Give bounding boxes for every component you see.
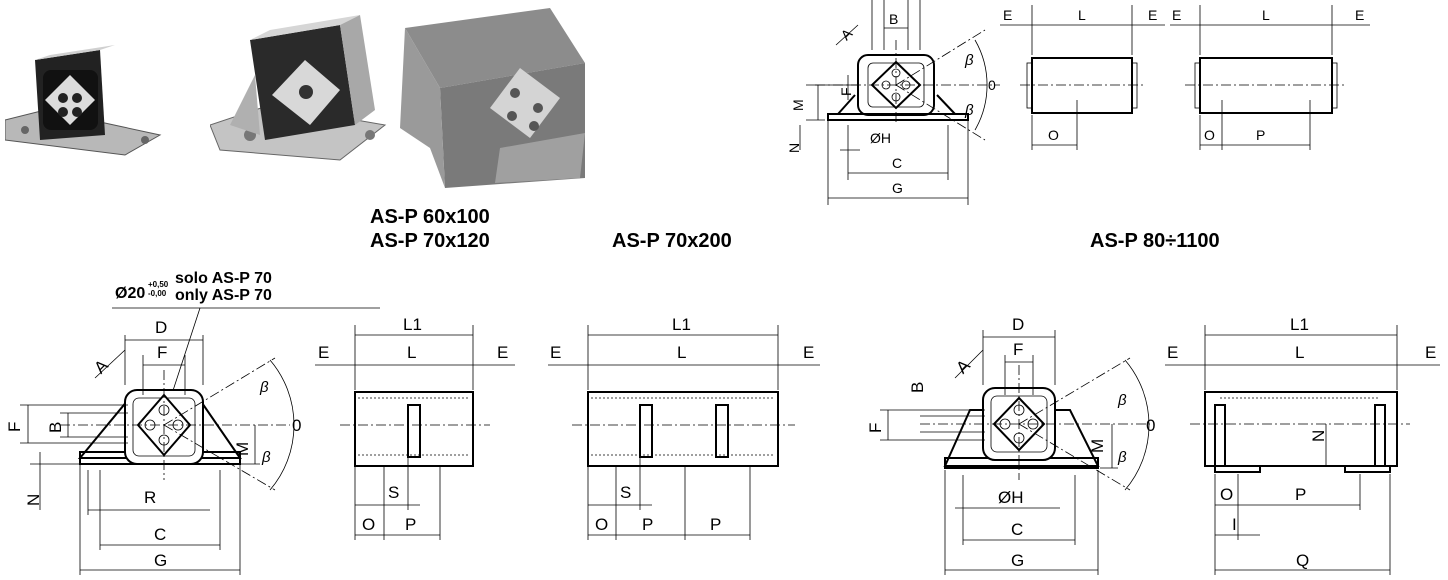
dim-label-E-9: E	[1167, 343, 1178, 362]
dim-label-S-2: S	[620, 483, 631, 502]
bottom-right-front-view: D F A B F M ØH C G β β 0	[866, 315, 1155, 575]
dim-label-N: N	[786, 143, 802, 153]
product-photo-small	[5, 45, 162, 156]
dim-label-G-2: G	[154, 551, 167, 570]
dim-label-H: ØH	[870, 130, 891, 146]
dim-label-P-4: P	[710, 515, 721, 534]
dim-label-B: B	[889, 11, 898, 27]
dim-label-P-5: P	[1295, 485, 1306, 504]
dim-label-L1-1: L1	[403, 315, 422, 334]
dim-label-E-3: E	[1172, 7, 1181, 23]
dim-label-L-3: L	[407, 343, 416, 362]
product-photo-medium	[210, 15, 387, 161]
dim-label-E-1: E	[1003, 7, 1012, 23]
note-tolerance-lower: -0,00	[148, 289, 167, 298]
dim-label-B-2: B	[46, 422, 65, 433]
dim-label-E-10: E	[1425, 343, 1436, 362]
bottom-side-view-2: L1 E L E S O P P	[548, 315, 820, 540]
angle-label-beta-upper: β	[964, 52, 974, 69]
note-tolerance-upper: +0,50	[148, 280, 169, 289]
dim-label-P-3: P	[642, 515, 653, 534]
dim-label-Q: Q	[1296, 551, 1309, 570]
product-photo-large	[400, 8, 585, 188]
dim-label-O-4: O	[595, 515, 608, 534]
dim-label-D-2: D	[1012, 315, 1024, 334]
note-diameter: Ø20	[115, 285, 145, 302]
dim-label-B-3: B	[908, 382, 927, 393]
dim-label-S-1: S	[388, 483, 399, 502]
dim-label-F-top-2: F	[1013, 340, 1023, 359]
dim-label-E-6: E	[497, 343, 508, 362]
top-side-view-2: E L E O P	[1170, 5, 1370, 150]
angle-label-beta-2a: β	[259, 379, 269, 396]
dim-label-A-3: A	[952, 355, 974, 377]
angle-label-beta-3a: β	[1117, 392, 1127, 409]
dim-label-E-5: E	[318, 343, 329, 362]
dim-label-L1-3: L1	[1290, 315, 1309, 334]
dim-label-F-top: F	[157, 343, 167, 362]
bottom-side-view-1: L1 E L E S O P	[315, 315, 515, 540]
top-side-view-1: E L E O	[1000, 5, 1165, 150]
dim-label-N-3: N	[1309, 430, 1328, 442]
dim-label-C-3: C	[1011, 520, 1023, 539]
dim-label-L-2: L	[1262, 7, 1270, 23]
dim-label-G-3: G	[1011, 551, 1024, 570]
dim-label-L-1: L	[1078, 7, 1086, 23]
angle-label-beta-3b: β	[1117, 449, 1127, 466]
dim-label-A: A	[837, 25, 855, 43]
angle-label-beta-lower: β	[964, 102, 974, 119]
dim-label-C: C	[892, 155, 902, 171]
angle-label-zero-2: 0	[292, 416, 301, 435]
dim-label-H-2: ØH	[998, 488, 1024, 507]
note-solo-as-p-70: solo AS-P 70	[175, 270, 272, 287]
dim-label-R: R	[144, 488, 156, 507]
dim-label-O-2: O	[1204, 127, 1215, 143]
dim-label-I: I	[1232, 515, 1237, 534]
angle-label-beta-2b: β	[261, 449, 271, 466]
dim-label-C-2: C	[154, 525, 166, 544]
dim-label-E-4: E	[1355, 7, 1364, 23]
dim-label-L-5: L	[1295, 343, 1304, 362]
dim-label-M: M	[790, 99, 806, 111]
dim-label-F-side: F	[5, 422, 24, 432]
top-front-view: B A F M N ØH C G β β 0	[786, 0, 1000, 205]
dim-label-E-8: E	[803, 343, 814, 362]
dim-label-P-1: P	[1256, 127, 1265, 143]
dim-label-O-5: O	[1220, 485, 1233, 504]
angle-label-zero-3: 0	[1146, 416, 1155, 435]
bottom-left-front-view: D F A F B M N R C G β β 0	[5, 318, 301, 575]
dim-label-G: G	[892, 180, 903, 196]
title-as-p-80-1100: AS-P 80÷1100	[1090, 230, 1220, 252]
dim-label-D: D	[155, 318, 167, 337]
dim-label-A-2: A	[90, 355, 112, 377]
dim-label-O-1: O	[1048, 127, 1059, 143]
note-only-as-p-70: only AS-P 70	[175, 287, 272, 304]
dim-label-L1-2: L1	[672, 315, 691, 334]
dim-label-F: F	[838, 87, 854, 96]
dim-label-M-2: M	[233, 442, 252, 456]
title-as-p-70x120: AS-P 70x120	[370, 230, 490, 252]
dim-label-P-2: P	[405, 515, 416, 534]
title-as-p-70x200: AS-P 70x200	[612, 230, 732, 252]
dim-label-O-3: O	[362, 515, 375, 534]
bottom-right-side-view: L1 E L E N O P I Q	[1165, 315, 1440, 575]
dim-label-L-4: L	[677, 343, 686, 362]
dim-label-N-2: N	[24, 494, 43, 506]
dim-label-M-3: M	[1088, 439, 1107, 453]
title-as-p-60x100: AS-P 60x100	[370, 206, 490, 228]
dim-label-F-side-2: F	[866, 423, 885, 433]
angle-label-zero: 0	[988, 77, 996, 93]
dim-label-E-2: E	[1148, 7, 1157, 23]
dim-label-E-7: E	[550, 343, 561, 362]
